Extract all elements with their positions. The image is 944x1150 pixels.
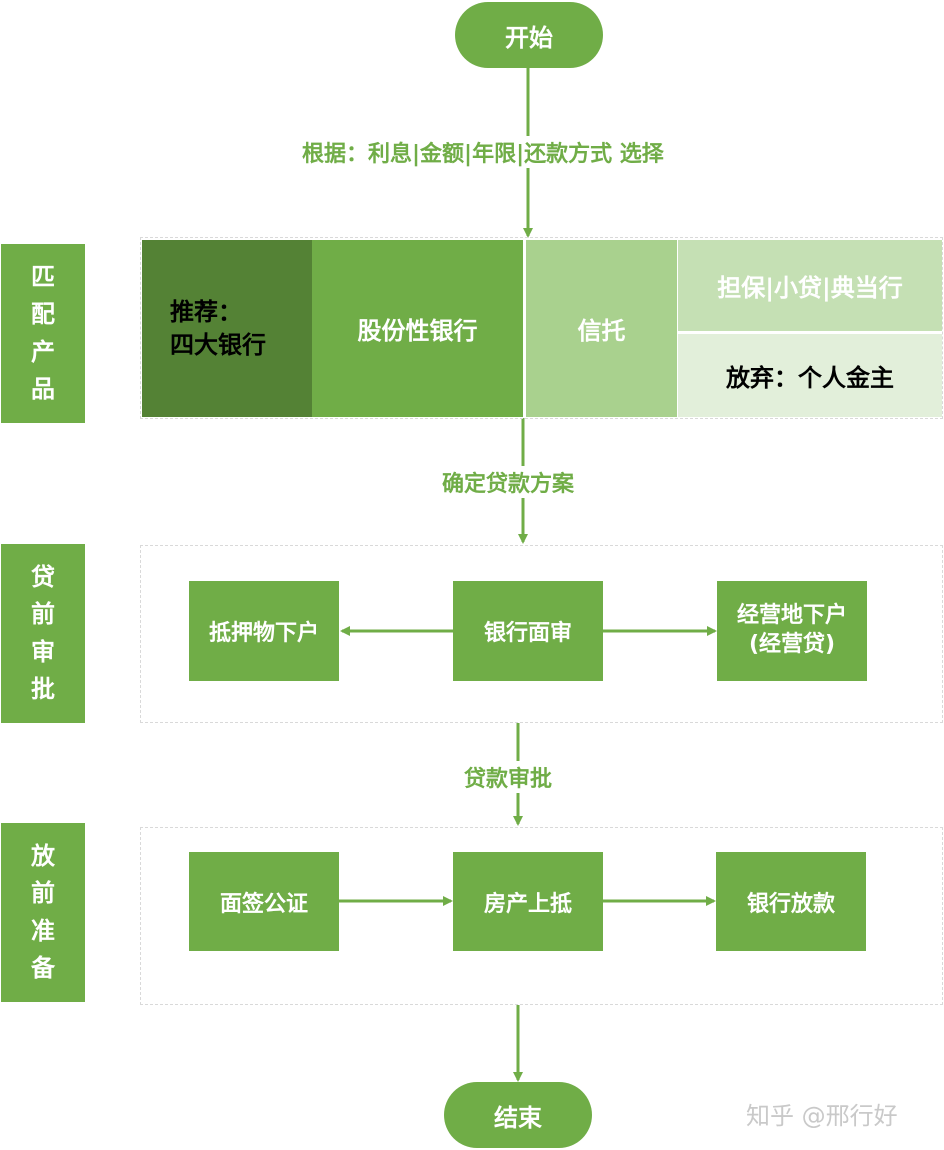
step-business-site-visit: 经营地下户 (经营贷) (717, 581, 867, 681)
product-trust: 信托 (526, 240, 677, 417)
business-site-label: 经营地下户 (736, 603, 847, 629)
stage-char: 批 (31, 674, 55, 703)
products-frame (140, 237, 943, 419)
start-node: 开始 (455, 2, 603, 68)
product-guarantee-microloan-pawn: 担保|小贷|典当行 (678, 240, 942, 331)
big-four-banks-label: 四大银行 (170, 330, 266, 359)
product-abandon-private-lender: 放弃：个人金主 (678, 334, 942, 417)
loan-approval-label: 贷款审批 (462, 761, 555, 793)
stage-char: 前 (31, 879, 55, 908)
stage-char: 前 (31, 600, 55, 629)
confirm-plan-label: 确定贷款方案 (440, 466, 577, 498)
step-bank-disbursement: 银行放款 (716, 852, 866, 951)
stage-char: 产 (31, 337, 55, 366)
business-loan-label: (经营贷) (748, 632, 836, 657)
stage-pre-release: 放 前 准 备 (1, 823, 85, 1002)
recommend-label: 推荐： (170, 298, 242, 327)
product-recommended-big-four: 推荐： 四大银行 (142, 240, 312, 417)
stage-char: 备 (31, 953, 55, 982)
stage-char: 匹 (31, 263, 55, 292)
stage-char: 贷 (31, 563, 55, 592)
choose-criteria-label: 根据：利息|金额|年限|还款方式 选择 (300, 136, 666, 168)
step-collateral-site-visit: 抵押物下户 (189, 581, 339, 681)
stage-char: 配 (31, 300, 55, 329)
stage-match-products: 匹 配 产 品 (1, 244, 85, 423)
pre-release-frame (140, 827, 943, 1005)
step-bank-interview: 银行面审 (453, 581, 603, 681)
end-node: 结束 (444, 1082, 592, 1148)
stage-char: 审 (31, 637, 55, 666)
stage-char: 品 (31, 374, 55, 403)
stage-char: 准 (31, 916, 55, 945)
stage-char: 放 (31, 842, 55, 871)
stage-pre-approval: 贷 前 审 批 (1, 544, 85, 723)
step-signing-notarization: 面签公证 (189, 852, 339, 951)
product-joint-stock-bank: 股份性银行 (312, 240, 523, 417)
step-property-mortgage: 房产上抵 (453, 852, 603, 951)
pre-approval-frame (140, 545, 943, 723)
watermark: 知乎 @邢行好 (746, 1102, 898, 1130)
